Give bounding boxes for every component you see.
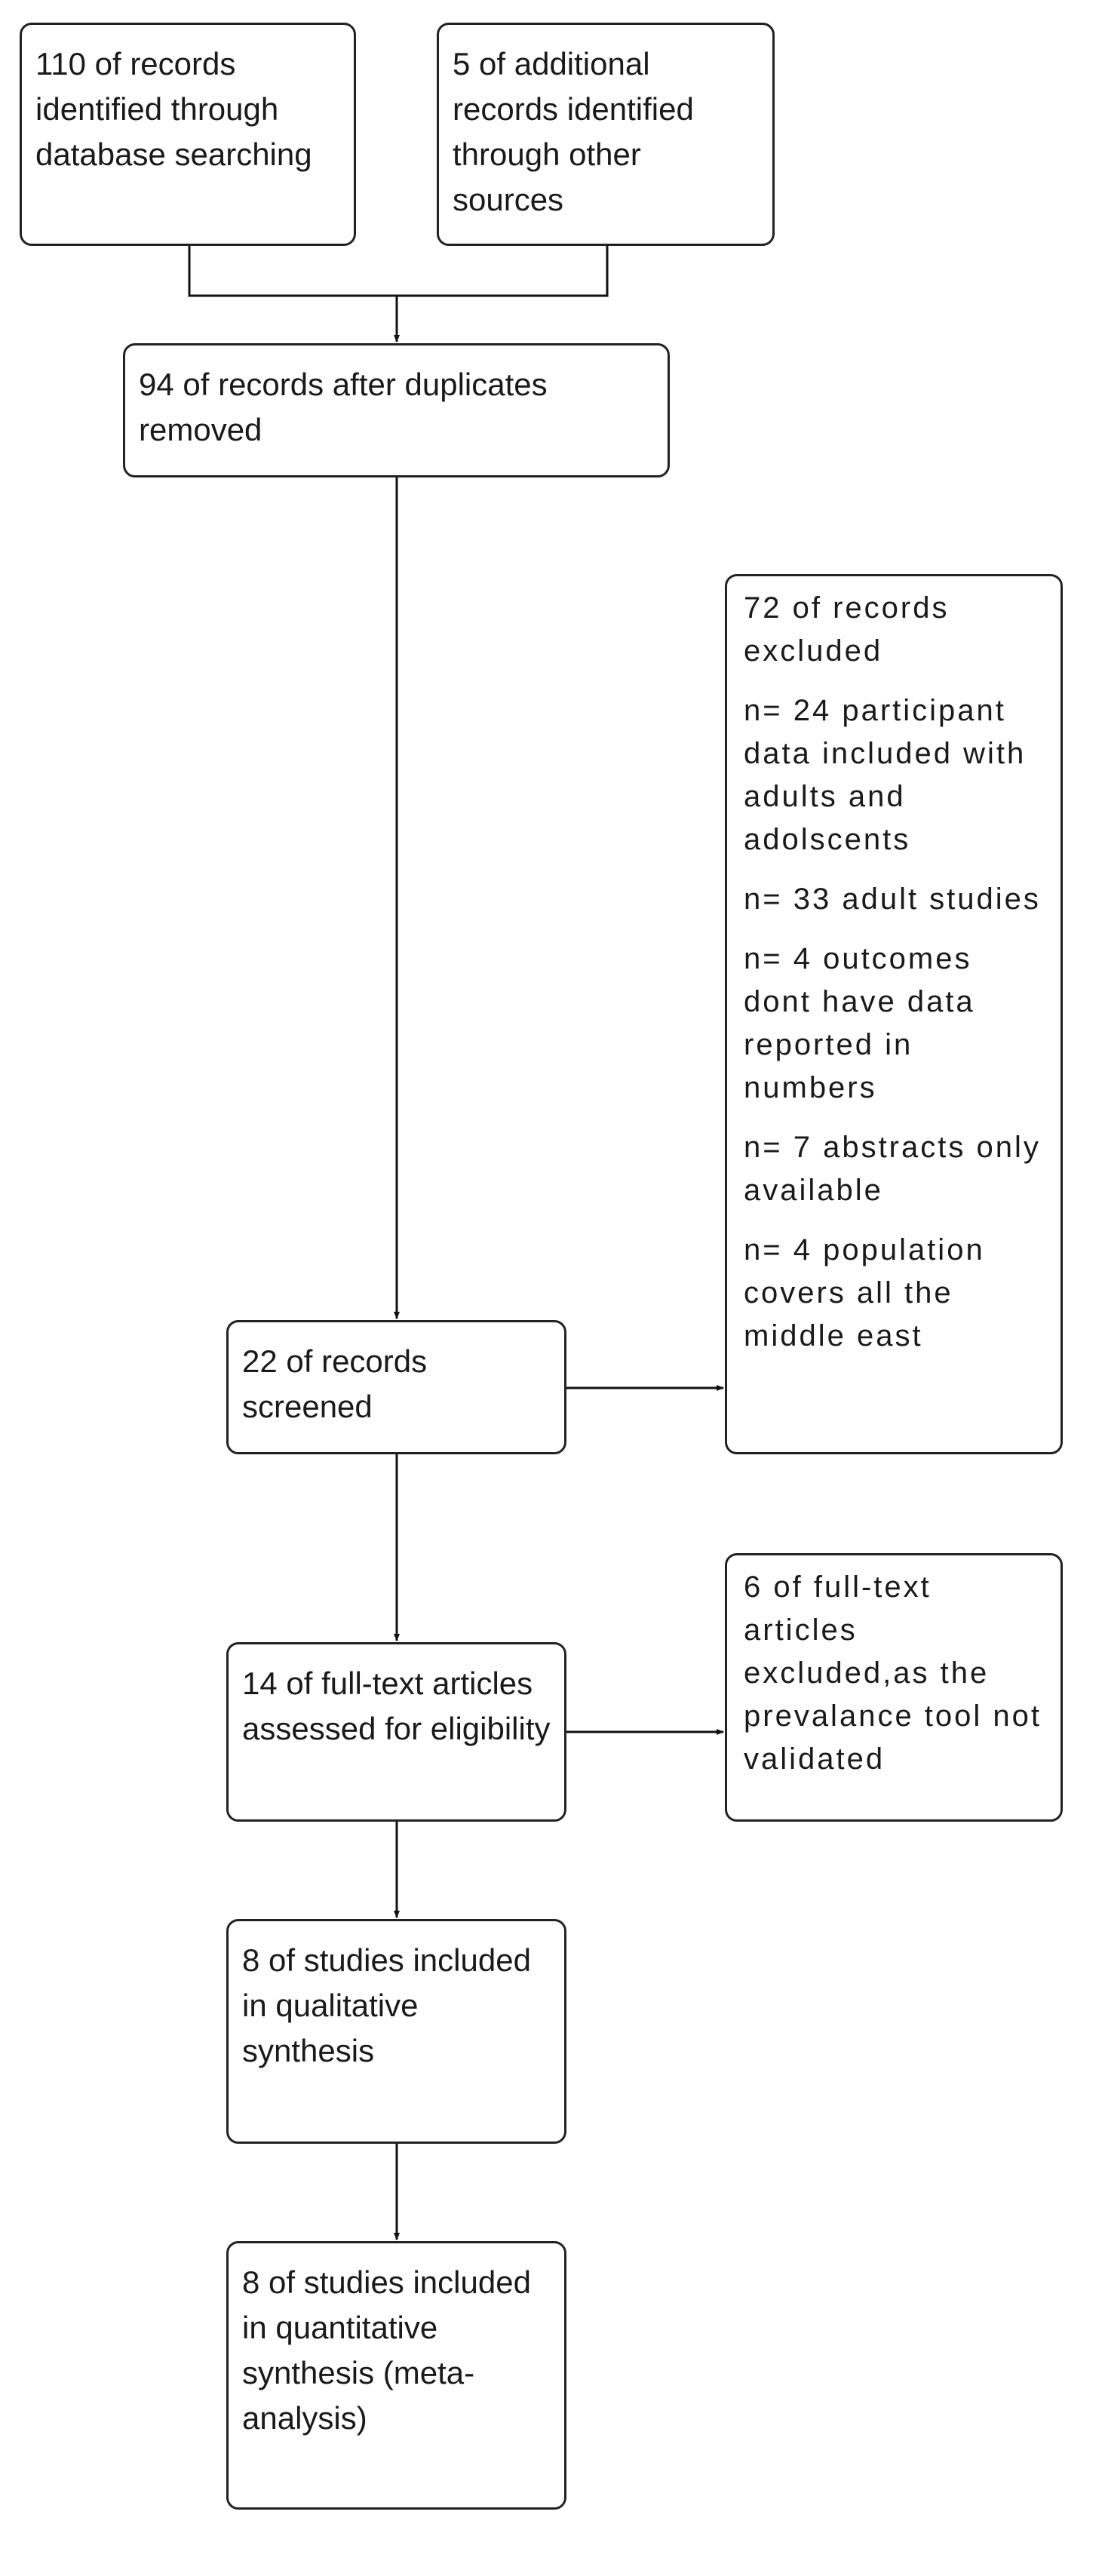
identified-other-box: 5 of additional records identified throu…	[437, 23, 775, 246]
after-duplicates-box: 94 of records after duplicates removed	[123, 343, 670, 477]
excluded-item: n= 33 adult studies	[744, 883, 1041, 916]
identified-database-box: 110 of records identified through databa…	[20, 23, 356, 246]
screened-box: 22 of records screened	[226, 1320, 566, 1454]
qualitative-synthesis-box: 8 of studies included in qualitative syn…	[226, 1919, 566, 2144]
excluded-item: 72 of records excluded	[744, 591, 950, 668]
full-text-excluded-box: 6 of full-text articles excluded,as the …	[725, 1553, 1063, 1822]
records-excluded-box: 72 of records excluded n= 24 participant…	[725, 574, 1063, 1454]
excluded-item: n= 24 participant data included with adu…	[744, 694, 1027, 856]
excluded-item: n= 7 abstracts only available	[744, 1131, 1041, 1207]
quantitative-synthesis-box: 8 of studies included in quantitative sy…	[226, 2241, 566, 2510]
full-text-assessed-box: 14 of full-text articles assessed for el…	[226, 1642, 566, 1822]
merge-connector	[188, 246, 609, 297]
excluded-item: n= 4 outcomes dont have data reported in…	[744, 942, 975, 1104]
excluded-item: n= 4 population covers all the middle ea…	[744, 1233, 985, 1352]
